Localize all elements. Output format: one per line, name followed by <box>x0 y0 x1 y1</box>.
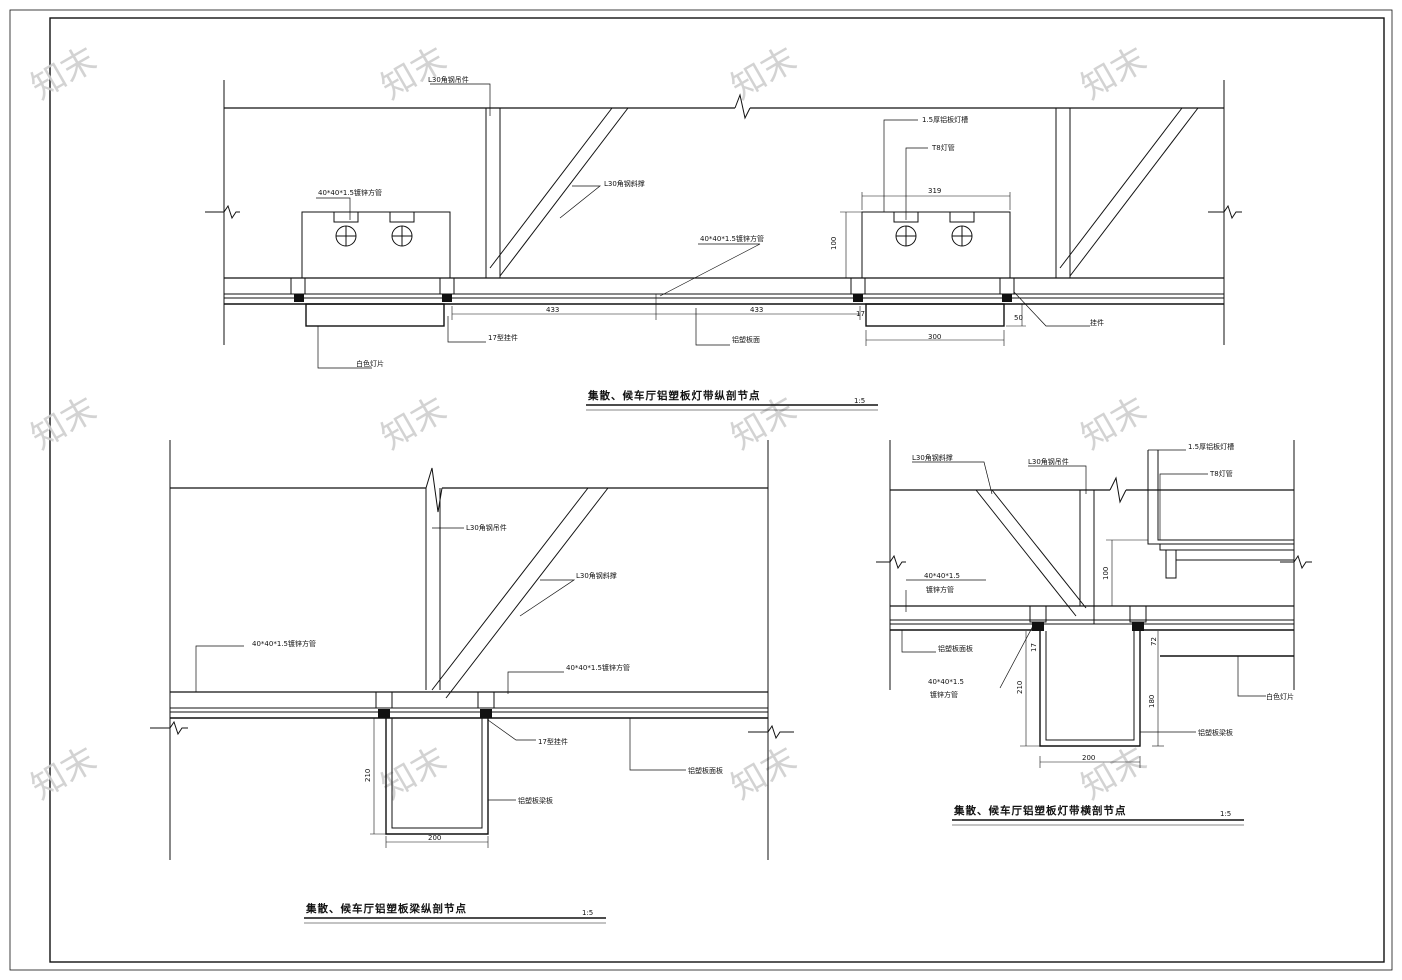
dim-180: 180 <box>1148 695 1156 708</box>
bottom-right-scale: 1:5 <box>1220 810 1231 818</box>
label-tube-b-2: 镀锌方管 <box>930 690 958 699</box>
dim-200: 200 <box>1082 754 1095 762</box>
label-lamp: T8灯管 <box>1209 469 1233 478</box>
label-tube-a-1: 40*40*1.5 <box>924 572 960 580</box>
label-panel: 铝塑板面板 <box>688 766 723 775</box>
label-light-white: 白色灯片 <box>356 359 384 368</box>
dim-210: 210 <box>364 769 372 782</box>
label-tube-right: 40*40*1.5镀锌方管 <box>566 663 630 672</box>
top-detail-title: 集散、候车厅铝塑板灯带纵剖节点 <box>587 389 761 402</box>
label-alum-plate: 1.5厚铝板灯槽 <box>1188 442 1234 451</box>
outer-frame <box>9 9 1393 971</box>
label-tube-left: 40*40*1.5镀锌方管 <box>318 188 382 197</box>
label-angle-top: L30角钢吊件 <box>466 523 507 532</box>
label-lamp: T8灯管 <box>931 143 955 152</box>
inner-frame <box>49 17 1385 963</box>
dim-50: 50 <box>1014 314 1023 322</box>
dim-200: 200 <box>428 834 441 842</box>
dim-319: 319 <box>928 187 941 195</box>
bottom-right-title: 集散、候车厅铝塑板灯带横剖节点 <box>953 804 1127 817</box>
label-clip: 17型挂件 <box>538 737 568 746</box>
dim-300: 300 <box>928 333 941 341</box>
label-tube-b-1: 40*40*1.5 <box>928 678 964 686</box>
bottom-left-labels: L30角钢吊件 L30角钢斜撑 40*40*1.5镀锌方管 40*40*1.5镀… <box>252 523 723 917</box>
bottom-left-detail <box>150 440 794 924</box>
label-panel-face: 铝塑板面板 <box>938 644 973 653</box>
label-beam-box: 铝塑板梁板 <box>1198 728 1233 737</box>
label-side-clip: 挂件 <box>1090 318 1104 327</box>
bottom-right-labels: L30角钢斜撑 L30角钢吊件 1.5厚铝板灯槽 T8灯管 40*40*1.5 … <box>912 442 1294 818</box>
top-detail-scale: 1:5 <box>854 397 865 405</box>
label-angle-top: L30角钢吊件 <box>1028 457 1069 466</box>
dim-100: 100 <box>830 237 838 250</box>
dim-100: 100 <box>1102 567 1110 580</box>
top-detail-labels: L30角钢吊件 40*40*1.5镀锌方管 L30角钢斜撑 40*40*1.5镀… <box>318 75 1104 405</box>
label-tube-mid: 40*40*1.5镀锌方管 <box>700 234 764 243</box>
bottom-left-title: 集散、候车厅铝塑板梁纵剖节点 <box>305 902 467 915</box>
label-light-clip: 17型挂件 <box>488 333 518 342</box>
label-beam-box: 铝塑板梁板 <box>518 796 553 805</box>
dim-433-b: 433 <box>750 306 763 314</box>
bottom-right-detail <box>876 440 1312 826</box>
label-light-white: 白色灯片 <box>1266 692 1294 701</box>
label-panel: 铝塑板面 <box>732 335 760 344</box>
bottom-left-scale: 1:5 <box>582 909 593 917</box>
label-alum-plate: 1.5厚铝板灯槽 <box>922 115 968 124</box>
label-tube-left: 40*40*1.5镀锌方管 <box>252 639 316 648</box>
label-angle-diag: L30角钢斜撑 <box>576 571 617 580</box>
dim-210: 210 <box>1016 681 1024 694</box>
label-angle-top: L30角钢吊件 <box>428 75 469 84</box>
label-angle-diag: L30角钢斜撑 <box>604 179 645 188</box>
label-angle-diag: L30角钢斜撑 <box>912 453 953 462</box>
dim-72: 72 <box>1150 637 1158 646</box>
dim-17: 17 <box>856 310 865 318</box>
label-tube-a-2: 镀锌方管 <box>926 585 954 594</box>
dim-433-a: 433 <box>546 306 559 314</box>
top-detail <box>205 80 1242 411</box>
dim-17: 17 <box>1030 643 1038 652</box>
